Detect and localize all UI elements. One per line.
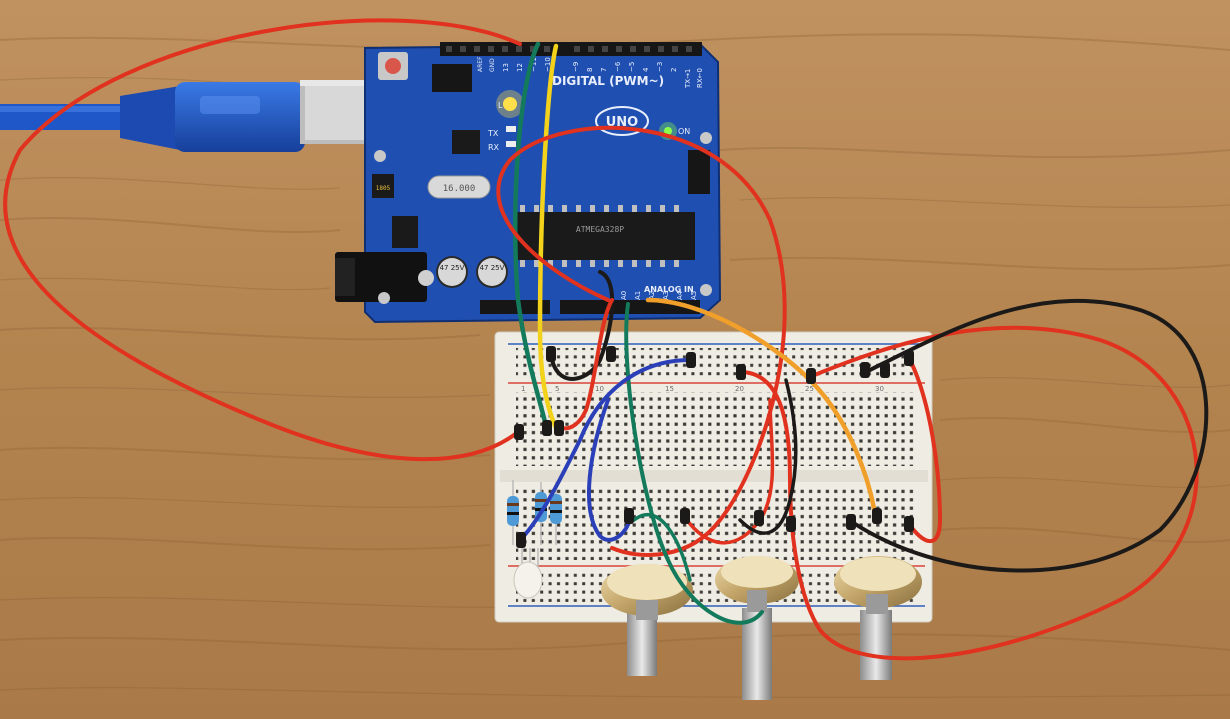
wire-green-lower xyxy=(624,302,764,625)
atmega-chip xyxy=(515,212,695,260)
svg-text:A4: A4 xyxy=(676,290,684,300)
svg-text:TX→1: TX→1 xyxy=(684,69,692,89)
svg-text:A1: A1 xyxy=(634,291,642,300)
wire-red-board-loop xyxy=(496,125,787,557)
svg-text:~6: ~6 xyxy=(614,61,622,72)
potentiometer-1[interactable] xyxy=(601,564,693,676)
on-label: ON xyxy=(678,127,690,136)
l-led xyxy=(503,97,517,111)
svg-text:20: 20 xyxy=(735,385,744,393)
ic-1805-label: 1805 xyxy=(376,185,391,192)
analog-label: ANALOG IN xyxy=(644,285,694,294)
wire-red-left-loop xyxy=(3,18,522,462)
potentiometer-2[interactable] xyxy=(715,556,799,700)
wire-blue-2 xyxy=(586,398,632,542)
on-led xyxy=(664,127,672,135)
svg-text:A3: A3 xyxy=(662,291,670,300)
chip-label: ATMEGA328P xyxy=(576,225,624,234)
digital-pin-labels: 13 12 ~11 ~10 ~9 8 7 ~6 ~5 4 ~3 2 TX→1 R… xyxy=(502,57,704,89)
wire-plugs xyxy=(514,346,914,548)
analog-pin-labels: A0 A1 A2 A3 A4 A5 xyxy=(620,290,698,300)
wire-green-top xyxy=(512,41,549,429)
svg-text:RX←0: RX←0 xyxy=(696,68,704,88)
rgb-led xyxy=(513,548,543,599)
breadboard-column-numbers: 1 5 10 15 20 25 30 xyxy=(521,385,884,393)
svg-text:8: 8 xyxy=(586,68,594,72)
svg-text:5: 5 xyxy=(555,385,559,393)
wood-grain xyxy=(0,33,1230,651)
wire-yellow xyxy=(537,43,559,431)
crystal xyxy=(427,175,491,199)
svg-text:7: 7 xyxy=(600,68,608,72)
svg-text:47 25V: 47 25V xyxy=(480,264,505,272)
digital-label: DIGITAL (PWM~) xyxy=(552,74,664,88)
svg-text:~11: ~11 xyxy=(530,57,538,72)
capacitor-2: 47 25V xyxy=(476,256,508,288)
usb-connector-icon xyxy=(175,82,305,152)
svg-text:~9: ~9 xyxy=(572,62,580,72)
svg-text:47 25V: 47 25V xyxy=(440,264,465,272)
svg-text:25: 25 xyxy=(805,385,814,393)
crystal-label: 16.000 xyxy=(443,184,476,194)
tx-label: TX xyxy=(487,129,499,138)
svg-text:13: 13 xyxy=(502,63,510,72)
wire-black-right xyxy=(850,298,1209,573)
svg-text:~10: ~10 xyxy=(544,57,552,72)
wire-black-pot xyxy=(738,378,798,535)
svg-text:2: 2 xyxy=(670,68,678,72)
wire-red-right-short xyxy=(908,358,943,543)
svg-text:1: 1 xyxy=(521,385,525,393)
aref-label: AREF xyxy=(477,56,484,72)
potentiometer-3[interactable] xyxy=(834,556,922,680)
digital-header xyxy=(440,42,702,56)
l-label: L xyxy=(498,101,503,110)
analog-header xyxy=(560,300,700,314)
svg-text:15: 15 xyxy=(665,385,674,393)
svg-text:4: 4 xyxy=(642,67,650,72)
svg-text:30: 30 xyxy=(875,385,884,393)
svg-text:A5: A5 xyxy=(690,291,698,300)
wire-green-pot xyxy=(632,512,692,582)
rx-label: RX xyxy=(488,143,500,152)
svg-text:A0: A0 xyxy=(620,291,628,300)
dc-jack-icon xyxy=(335,252,434,302)
svg-text:~3: ~3 xyxy=(656,62,664,72)
power-header xyxy=(480,300,550,314)
capacitor-1: 47 25V xyxy=(436,256,468,288)
wire-blue-1 xyxy=(518,358,692,542)
svg-text:12: 12 xyxy=(516,63,524,72)
svg-text:~5: ~5 xyxy=(628,62,636,72)
wire-black-short xyxy=(550,270,615,381)
wire-red-a1 xyxy=(560,298,614,431)
gnd-label: GND xyxy=(489,58,496,72)
svg-text:A2: A2 xyxy=(648,291,656,300)
svg-text:10: 10 xyxy=(595,385,604,393)
wire-red-rail xyxy=(738,325,1199,661)
